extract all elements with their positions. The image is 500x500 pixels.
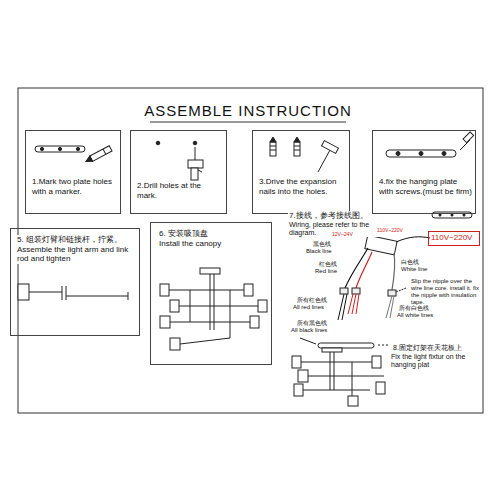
- annotation-label: 所有红色线: [296, 297, 328, 304]
- anchor-hammer-figure: [270, 137, 338, 172]
- step-text: 110V~220V: [431, 233, 472, 243]
- text-block: 1.Mark two plate holes with a marker.: [32, 177, 118, 196]
- step-text: 4.fix the hanging plate with screws.(mus…: [379, 177, 473, 196]
- annotation-label: 8.固定灯架在天花板上: [392, 344, 463, 352]
- text-block: 5. 组装灯臂和链接杆，拧紧。Assemble the light arm an…: [17, 235, 135, 264]
- plate-marker-figure: [35, 146, 112, 164]
- canopy-chandelier-figure: [160, 268, 267, 350]
- step-text: Install the canopy: [159, 239, 265, 249]
- annotation-label: 所有黑色线: [296, 320, 328, 327]
- voltage-box: 110V~220V: [428, 231, 480, 246]
- annotation-label: Fix the light fixtur on the hanging plat: [390, 353, 482, 369]
- annotation-label: 红色线: [318, 261, 338, 268]
- annotation-label: 白色线: [400, 259, 420, 266]
- text-block: 3.Drive the expansion nails into the hol…: [259, 177, 347, 196]
- drill-figure: [156, 141, 203, 180]
- annotation-label: 110V~220V: [376, 228, 404, 234]
- step-text: Assemble the light arm and link rod and …: [17, 245, 135, 264]
- annotation-label: All red lines: [292, 304, 325, 311]
- light-arm-figure: [18, 284, 128, 300]
- step-panel: 5. 组装灯臂和链接杆，拧紧。Assemble the light arm an…: [10, 228, 140, 336]
- step-text: 3.Drive the expansion nails into the hol…: [259, 177, 347, 196]
- driver-box: [365, 235, 397, 255]
- outer-frame: [18, 88, 483, 413]
- annotation-label: Slip the nipple over the wire line core.…: [410, 278, 482, 306]
- annotation-label: All white lines: [396, 312, 434, 319]
- step-text: 2.Drill holes at the mark.: [137, 181, 223, 200]
- text-block: 4.fix the hanging plate with screws.(mus…: [379, 177, 473, 196]
- step-panel: 4.fix the hanging plate with screws.(mus…: [372, 130, 476, 214]
- annotation-label: 7.接线，参考接线图。: [288, 211, 369, 220]
- title-underline: [150, 122, 346, 123]
- annotation-label: 12V~24V: [331, 232, 354, 238]
- annotation-label: 所有白色线: [398, 305, 430, 312]
- diagram-title: ASSEMBLE INSTRUCTION: [144, 102, 352, 119]
- annotation-label: Red line: [314, 268, 338, 275]
- annotation-label: 黑色线: [312, 241, 332, 248]
- step-panel: 1.Mark two plate holes with a marker.: [25, 130, 121, 214]
- hanging-plate-figure: [386, 132, 474, 157]
- step-text: 1.Mark two plate holes with a marker.: [32, 177, 118, 196]
- text-block: 6. 安装吸顶盘Install the canopy: [159, 229, 265, 248]
- fixture-on-plate-figure: [292, 338, 388, 406]
- step-panel: 3.Drive the expansion nails into the hol…: [252, 130, 350, 214]
- annotation-label: White line: [400, 266, 428, 273]
- annotation-label: Black line: [305, 248, 333, 255]
- annotation-label: All black lines: [290, 327, 328, 334]
- step-panel: 2.Drill holes at the mark.: [130, 130, 227, 214]
- text-block: 2.Drill holes at the mark.: [137, 181, 223, 200]
- step-text: 6. 安装吸顶盘: [159, 229, 265, 239]
- step-text: 5. 组装灯臂和链接杆，拧紧。: [17, 235, 135, 245]
- text-block: 110V~220V: [431, 233, 472, 243]
- step-panel: 6. 安装吸顶盘Install the canopy: [150, 222, 272, 365]
